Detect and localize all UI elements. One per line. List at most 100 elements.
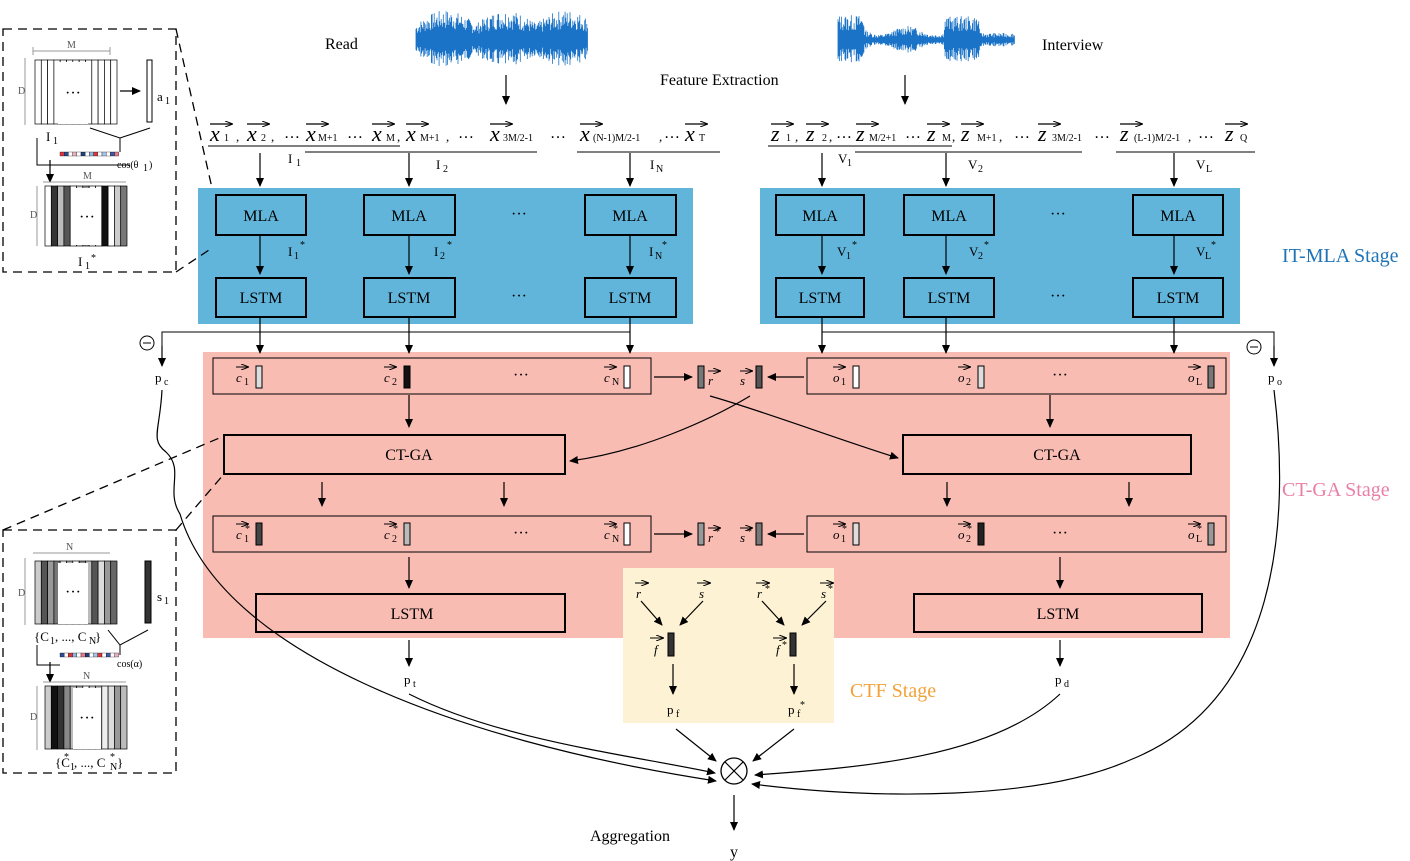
- svg-text:…: …: [664, 125, 680, 142]
- svg-text:3M/2-1: 3M/2-1: [503, 133, 533, 144]
- svg-text:*: *: [1211, 240, 1216, 251]
- svg-text:(L-1)M/2-1: (L-1)M/2-1: [1134, 133, 1180, 144]
- c-star-vector-row: [212, 515, 652, 553]
- o-vector-row: [806, 357, 1227, 395]
- interview-label: Interview: [1042, 37, 1104, 54]
- svg-text:c: c: [164, 377, 169, 388]
- svg-text:*: *: [715, 527, 720, 538]
- svg-text:MLA: MLA: [612, 208, 648, 225]
- fused-vector-f-star: f*: [773, 632, 797, 657]
- svg-text:V: V: [837, 244, 847, 259]
- svg-text:1: 1: [841, 534, 846, 545]
- svg-text:x: x: [209, 121, 220, 146]
- svg-text:,: ,: [271, 129, 274, 144]
- mla-block-read-1: MLA: [215, 194, 307, 236]
- svg-text:r: r: [708, 530, 714, 545]
- pc-label: p: [155, 370, 162, 385]
- mla-block-int-2: MLA: [903, 194, 995, 236]
- svg-text:o: o: [1188, 370, 1195, 385]
- ct-ga-block-interview: CT-GA: [902, 434, 1192, 475]
- svg-text:I: I: [78, 254, 82, 269]
- pd-label: p: [1055, 672, 1062, 687]
- svg-text:*: *: [782, 640, 787, 651]
- svg-text:M+1: M+1: [420, 133, 440, 144]
- svg-text:(N-1)M/2-1: (N-1)M/2-1: [593, 133, 640, 144]
- svg-text:r: r: [708, 373, 714, 388]
- svg-text:V: V: [838, 151, 848, 166]
- svg-text:N: N: [655, 251, 662, 262]
- svg-text:x: x: [305, 121, 316, 146]
- vec-zl: z(L-1)M/2-1: [1119, 121, 1180, 146]
- svg-text:…: …: [1094, 125, 1110, 142]
- svg-text:···: ···: [79, 710, 95, 727]
- svg-text:LSTM: LSTM: [799, 290, 842, 307]
- svg-text:,: ,: [446, 129, 449, 144]
- y-output: y: [730, 844, 738, 861]
- svg-text:f: f: [776, 642, 782, 657]
- svg-text:1: 1: [165, 96, 170, 107]
- svg-text:cos(θ: cos(θ: [117, 160, 139, 171]
- vec-s: s: [740, 365, 763, 389]
- svg-text:1: 1: [296, 158, 301, 169]
- svg-text:V: V: [968, 157, 978, 172]
- ctf-inputs: r s r* s*: [635, 583, 833, 601]
- svg-text:,: ,: [829, 129, 832, 144]
- svg-text:z: z: [926, 121, 936, 146]
- it-mla-panel-read: [198, 188, 693, 324]
- interview-waveform: [837, 15, 1015, 63]
- svg-text:I: I: [46, 129, 50, 144]
- svg-text:···: ···: [511, 206, 527, 223]
- svg-text:···: ···: [65, 584, 81, 601]
- it-mla-panel-interview: [760, 188, 1240, 324]
- svg-text:*: *: [64, 752, 69, 763]
- svg-text:MLA: MLA: [243, 208, 279, 225]
- svg-text:s: s: [157, 589, 162, 604]
- svg-text:…: …: [1014, 125, 1030, 142]
- svg-text:M+1: M+1: [318, 133, 338, 144]
- svg-text:,: ,: [795, 129, 798, 144]
- svg-text:o: o: [958, 527, 965, 542]
- svg-text:c: c: [384, 527, 390, 542]
- svg-text:s: s: [821, 586, 826, 601]
- ominus-interview: [1246, 339, 1262, 355]
- svg-text:,: ,: [659, 129, 662, 144]
- vec-s-star: s*: [740, 522, 763, 546]
- svg-text:M: M: [386, 133, 395, 144]
- svg-text:*: *: [245, 524, 250, 535]
- ct-ga-stage-label: CT-GA Stage: [1282, 479, 1390, 501]
- svg-text:,: ,: [397, 129, 400, 144]
- svg-text:r: r: [636, 586, 642, 601]
- svg-text:2: 2: [443, 164, 448, 175]
- svg-text:N: N: [110, 762, 117, 773]
- ominus-read: [139, 335, 155, 351]
- svg-text:···: ···: [79, 209, 95, 226]
- svg-text:LSTM: LSTM: [240, 290, 283, 307]
- svg-text:CT-GA: CT-GA: [385, 447, 433, 464]
- svg-text:, ..., C: , ..., C: [55, 629, 86, 644]
- svg-text:2: 2: [440, 251, 445, 262]
- c-vector-row: [212, 357, 652, 395]
- svg-text:LSTM: LSTM: [1157, 290, 1200, 307]
- svg-text:…: …: [347, 125, 363, 142]
- o-star-vector-row: [806, 515, 1227, 553]
- read-label: Read: [325, 36, 358, 53]
- svg-text:o: o: [958, 370, 965, 385]
- svg-text:f: f: [676, 709, 680, 720]
- svg-text:···: ···: [511, 288, 527, 305]
- svg-text:1: 1: [846, 251, 851, 262]
- svg-text:2: 2: [978, 164, 983, 175]
- svg-text:*: *: [110, 752, 115, 763]
- svg-text:*: *: [828, 584, 833, 595]
- svg-text:*: *: [91, 253, 96, 264]
- svg-text:1: 1: [50, 636, 55, 647]
